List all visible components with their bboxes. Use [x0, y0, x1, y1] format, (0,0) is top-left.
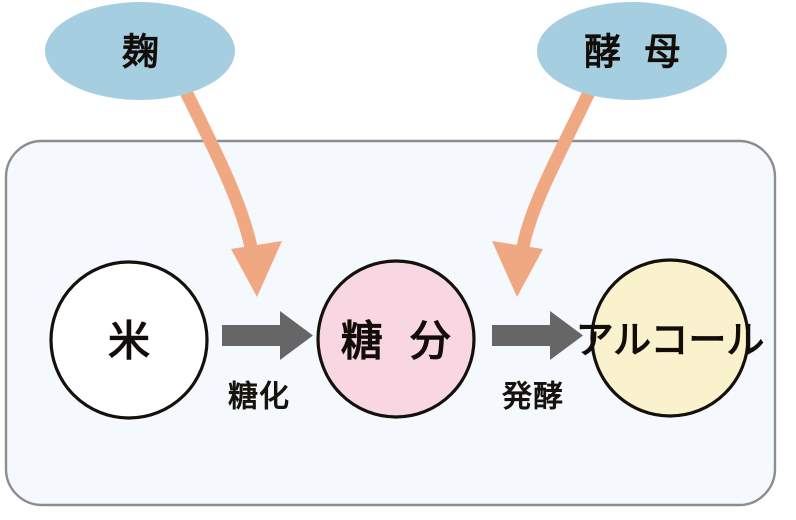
alcohol-circle	[590, 258, 750, 418]
yeast-ellipse	[537, 2, 727, 100]
node-rice[interactable]: 米	[49, 260, 209, 420]
rice-circle	[49, 260, 209, 420]
curved-arrow-koji	[177, 83, 282, 297]
fermentation-label: 発酵	[501, 380, 564, 415]
straight-arrow-fermentation	[492, 311, 583, 360]
koji-ellipse	[45, 2, 235, 100]
alcohol-label: アルコール	[576, 318, 765, 362]
saccharification-label: 糖化	[228, 380, 290, 415]
straight-arrow-saccharification	[222, 311, 313, 360]
curved-arrow-yeast	[492, 83, 598, 297]
node-koji[interactable]: 麹	[45, 2, 235, 100]
sugar-circle	[316, 259, 476, 419]
yeast-label: 酵 母	[584, 31, 686, 74]
rice-label: 米	[108, 317, 156, 366]
sugar-label: 糖 分	[341, 317, 458, 366]
koji-label: 麹	[122, 31, 164, 74]
node-yeast[interactable]: 酵 母	[537, 2, 727, 100]
node-alcohol[interactable]: アルコール	[576, 258, 765, 418]
node-sugar[interactable]: 糖 分	[316, 259, 476, 419]
